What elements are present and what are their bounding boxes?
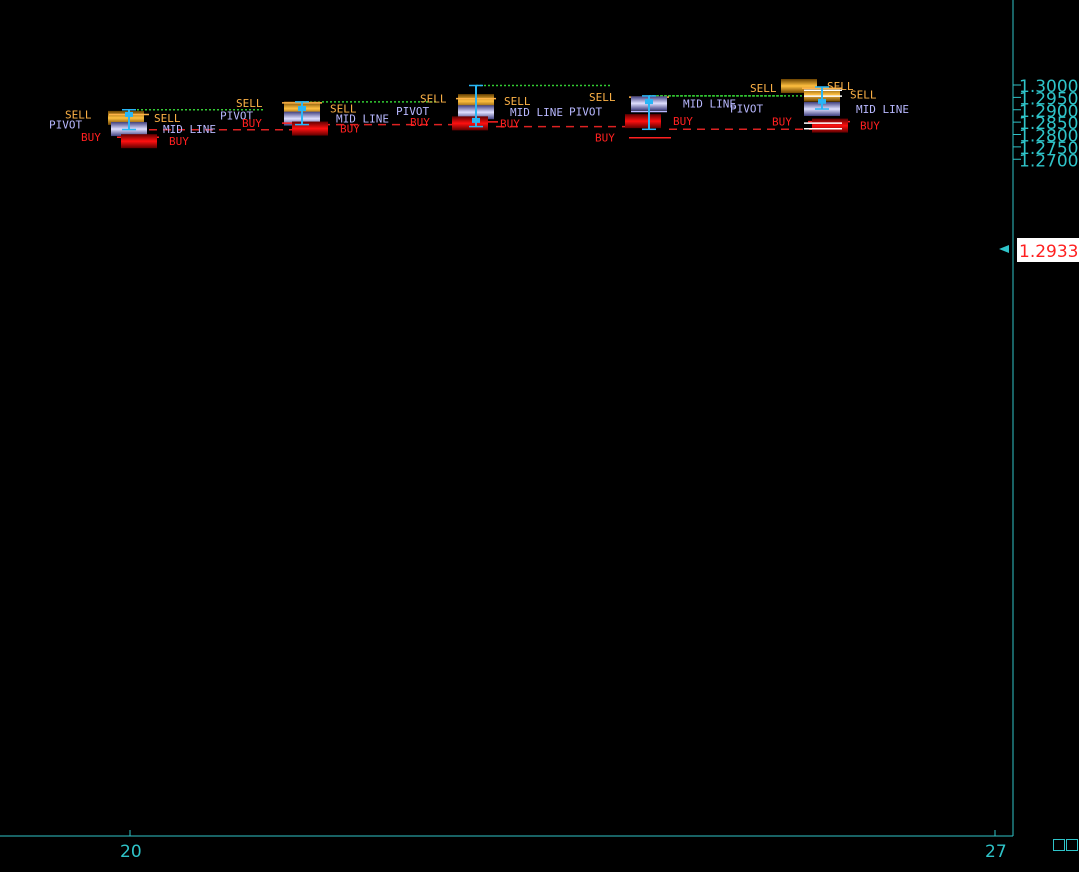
candle-close-marker [818, 98, 826, 104]
y-tick-label: 1.2900 [1019, 102, 1078, 122]
sell-zone-label: SELL [504, 95, 531, 108]
buy-line-label: BUY [242, 117, 262, 130]
x-tick-label: 27 [985, 842, 1007, 862]
y-tick-label: 1.2950 [1019, 89, 1078, 109]
buy-zone-label: BUY [673, 115, 693, 128]
buy-line-label: BUY [81, 131, 101, 144]
pivot-label: PIVOT [569, 105, 602, 118]
buy-zone [292, 121, 328, 136]
sell-zone-label: SELL [154, 112, 181, 125]
buy-zone-label: BUY [340, 123, 360, 136]
corner-box-left [1053, 839, 1065, 851]
sell-zone-label: SELL [330, 103, 357, 116]
buy-line-label: BUY [410, 116, 430, 129]
pivot-label: PIVOT [730, 102, 763, 115]
buy-zone [625, 114, 661, 129]
current-price-box [1017, 238, 1079, 262]
mid-line-label: MID LINE [856, 103, 909, 116]
buy-line-label: BUY [595, 132, 615, 145]
sell-zone-label: SELL [850, 89, 877, 102]
mid-line-label: MID LINE [510, 106, 563, 119]
sell-line-label: SELL [65, 108, 92, 121]
mid-line-label: MID LINE [683, 97, 736, 110]
x-tick-label: 20 [120, 842, 142, 862]
candle-close-marker [645, 99, 653, 105]
sell-line-label: SELL [420, 93, 447, 106]
candle-close-marker [125, 111, 133, 117]
pivot-label: PIVOT [396, 105, 429, 118]
y-tick-label: 1.3000 [1019, 77, 1078, 97]
current-price-label: 1.2933 [1019, 242, 1078, 262]
corner-box-right [1066, 839, 1078, 851]
buy-zone [121, 134, 157, 149]
buy-line-label: BUY [772, 116, 792, 129]
mid-line-label: MID LINE [163, 123, 216, 136]
buy-zone-label: BUY [169, 135, 189, 148]
sell-line-label: SELL [236, 97, 263, 110]
mid-line-label: MID LINE [336, 113, 389, 126]
candle-close-marker [472, 117, 480, 123]
pivot-label: PIVOT [49, 119, 82, 132]
y-tick-label: 1.2850 [1019, 114, 1078, 134]
sell-line-label: SELL [589, 91, 616, 104]
y-tick-label: 1.2800 [1019, 127, 1078, 147]
buy-zone [812, 118, 848, 133]
buy-zone-label: BUY [860, 120, 880, 133]
sell-line-label: SELL [750, 82, 777, 95]
pivot-label: PIVOT [220, 110, 253, 123]
y-tick-label: 1.2700 [1019, 151, 1078, 171]
buy-zone-label: BUY [500, 117, 520, 130]
current-price-arrow-icon [999, 245, 1009, 253]
y-tick-label: 1.2750 [1019, 139, 1078, 159]
buy-zone [452, 116, 488, 131]
candle-close-marker [298, 106, 306, 112]
